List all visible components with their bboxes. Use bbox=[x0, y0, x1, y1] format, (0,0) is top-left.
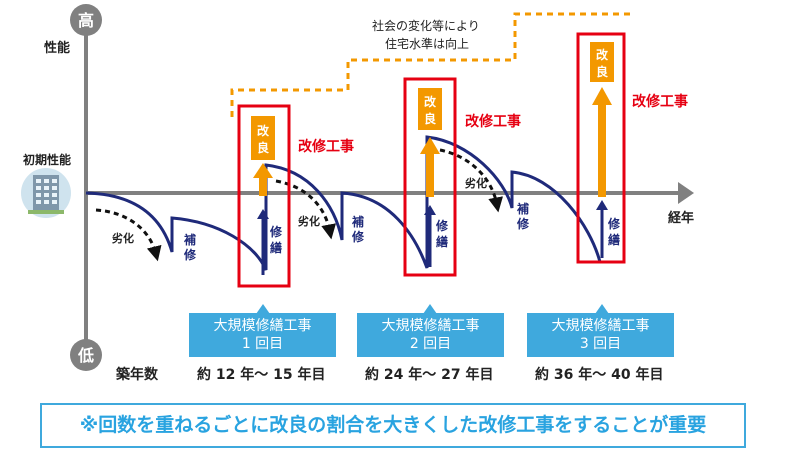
improvement-arrowhead-1 bbox=[253, 163, 273, 178]
repair-label-3a: 修 bbox=[607, 216, 621, 231]
repair-arrowhead-2 bbox=[424, 205, 436, 215]
renovation-label-2: 改修工事 bbox=[465, 113, 521, 130]
round-title-1: 大規模修繕工事 bbox=[213, 318, 312, 334]
round-years-3: 約 36 年～ 40 年目 bbox=[535, 367, 664, 383]
round-pointer-1 bbox=[256, 304, 270, 314]
performance-curve bbox=[85, 135, 602, 271]
importance-note: ※回数を重ねるごとに改良の割合を大きくした改修工事をすることが重要 bbox=[40, 403, 746, 448]
improvement-box-1 bbox=[251, 116, 275, 160]
improvement-label-1b: 良 bbox=[257, 140, 269, 155]
performance-label: 性能 bbox=[44, 40, 70, 56]
renovation-frame-3 bbox=[576, 32, 626, 264]
round-title-2: 大規模修繕工事 bbox=[381, 318, 480, 334]
svg-text:修: 修 bbox=[351, 229, 365, 244]
improvement-label-3a: 改 bbox=[596, 47, 609, 62]
round-years-2: 約 24 年～ 27 年目 bbox=[365, 367, 494, 383]
axis-high-label: 高 bbox=[78, 11, 94, 30]
round-box-1: 大規模修繕工事 1 回目 bbox=[189, 313, 336, 357]
improvement-label-3b: 良 bbox=[596, 64, 608, 79]
improvement-arrowhead-2 bbox=[420, 137, 440, 154]
society-note-line1: 社会の変化等により bbox=[372, 18, 480, 33]
renovation-frame-1 bbox=[237, 104, 291, 288]
improvement-arrowhead-3 bbox=[592, 87, 612, 105]
round-title-3: 大規模修繕工事 bbox=[551, 318, 650, 334]
svg-text:修: 修 bbox=[183, 247, 197, 262]
round-count-2: 2 回目 bbox=[409, 336, 452, 352]
axis-high-circle bbox=[70, 4, 102, 36]
round-count-1: 1 回目 bbox=[241, 336, 284, 352]
axis-low-label: 低 bbox=[77, 346, 94, 365]
round-box-2: 大規模修繕工事 2 回目 bbox=[357, 313, 504, 357]
renovation-label-1: 改修工事 bbox=[298, 138, 354, 155]
improvement-label-1a: 改 bbox=[257, 123, 270, 138]
patch-repair-label-3: 補修 bbox=[516, 201, 530, 231]
repair-label-1a: 修 bbox=[269, 224, 283, 239]
improvement-label-2a: 改 bbox=[424, 94, 437, 109]
deterioration-label-3: 劣化 bbox=[465, 176, 487, 190]
improvement-label-2b: 良 bbox=[424, 111, 436, 126]
society-level-line bbox=[230, 12, 632, 117]
repair-label-3b: 繕 bbox=[608, 232, 620, 247]
deterioration-arrow-3 bbox=[439, 148, 504, 213]
patch-repair-label-1: 補修 bbox=[183, 232, 197, 262]
repair-label-2a: 修 bbox=[435, 218, 449, 233]
repair-label-2b: 繕 bbox=[436, 234, 448, 249]
improvement-box-2 bbox=[418, 88, 442, 130]
renovation-frame-2 bbox=[403, 77, 457, 277]
society-note-line2: 住宅水準は向上 bbox=[385, 36, 469, 51]
round-pointer-3 bbox=[595, 304, 609, 314]
initial-performance-label: 初期性能 bbox=[23, 152, 71, 167]
deterioration-arrow-1 bbox=[95, 208, 162, 262]
building-icon bbox=[21, 168, 71, 218]
repair-label-1b: 繕 bbox=[270, 240, 282, 255]
building-age-label: 築年数 bbox=[116, 367, 158, 383]
patch-repair-label-2: 補修 bbox=[351, 214, 365, 244]
renovation-label-3: 改修工事 bbox=[632, 93, 688, 110]
horizontal-axis-arrowhead bbox=[678, 182, 694, 204]
improvement-box-3 bbox=[590, 42, 614, 82]
years-axis-label: 経年 bbox=[668, 210, 694, 226]
deterioration-label-2: 劣化 bbox=[298, 214, 320, 228]
deterioration-label-1: 劣化 bbox=[112, 231, 134, 245]
repair-arrowhead-1 bbox=[257, 209, 269, 219]
svg-text:補: 補 bbox=[183, 232, 196, 247]
deterioration-arrow-2 bbox=[275, 179, 337, 240]
round-pointer-2 bbox=[423, 304, 437, 314]
round-count-3: 3 回目 bbox=[579, 336, 622, 352]
svg-text:補: 補 bbox=[516, 201, 529, 216]
svg-text:修: 修 bbox=[516, 216, 530, 231]
axis-low-circle bbox=[70, 339, 102, 371]
round-box-3: 大規模修繕工事 3 回目 bbox=[527, 313, 674, 357]
round-years-1: 約 12 年～ 15 年目 bbox=[197, 367, 326, 383]
repair-arrowhead-3 bbox=[596, 200, 608, 210]
svg-text:補: 補 bbox=[351, 214, 364, 229]
